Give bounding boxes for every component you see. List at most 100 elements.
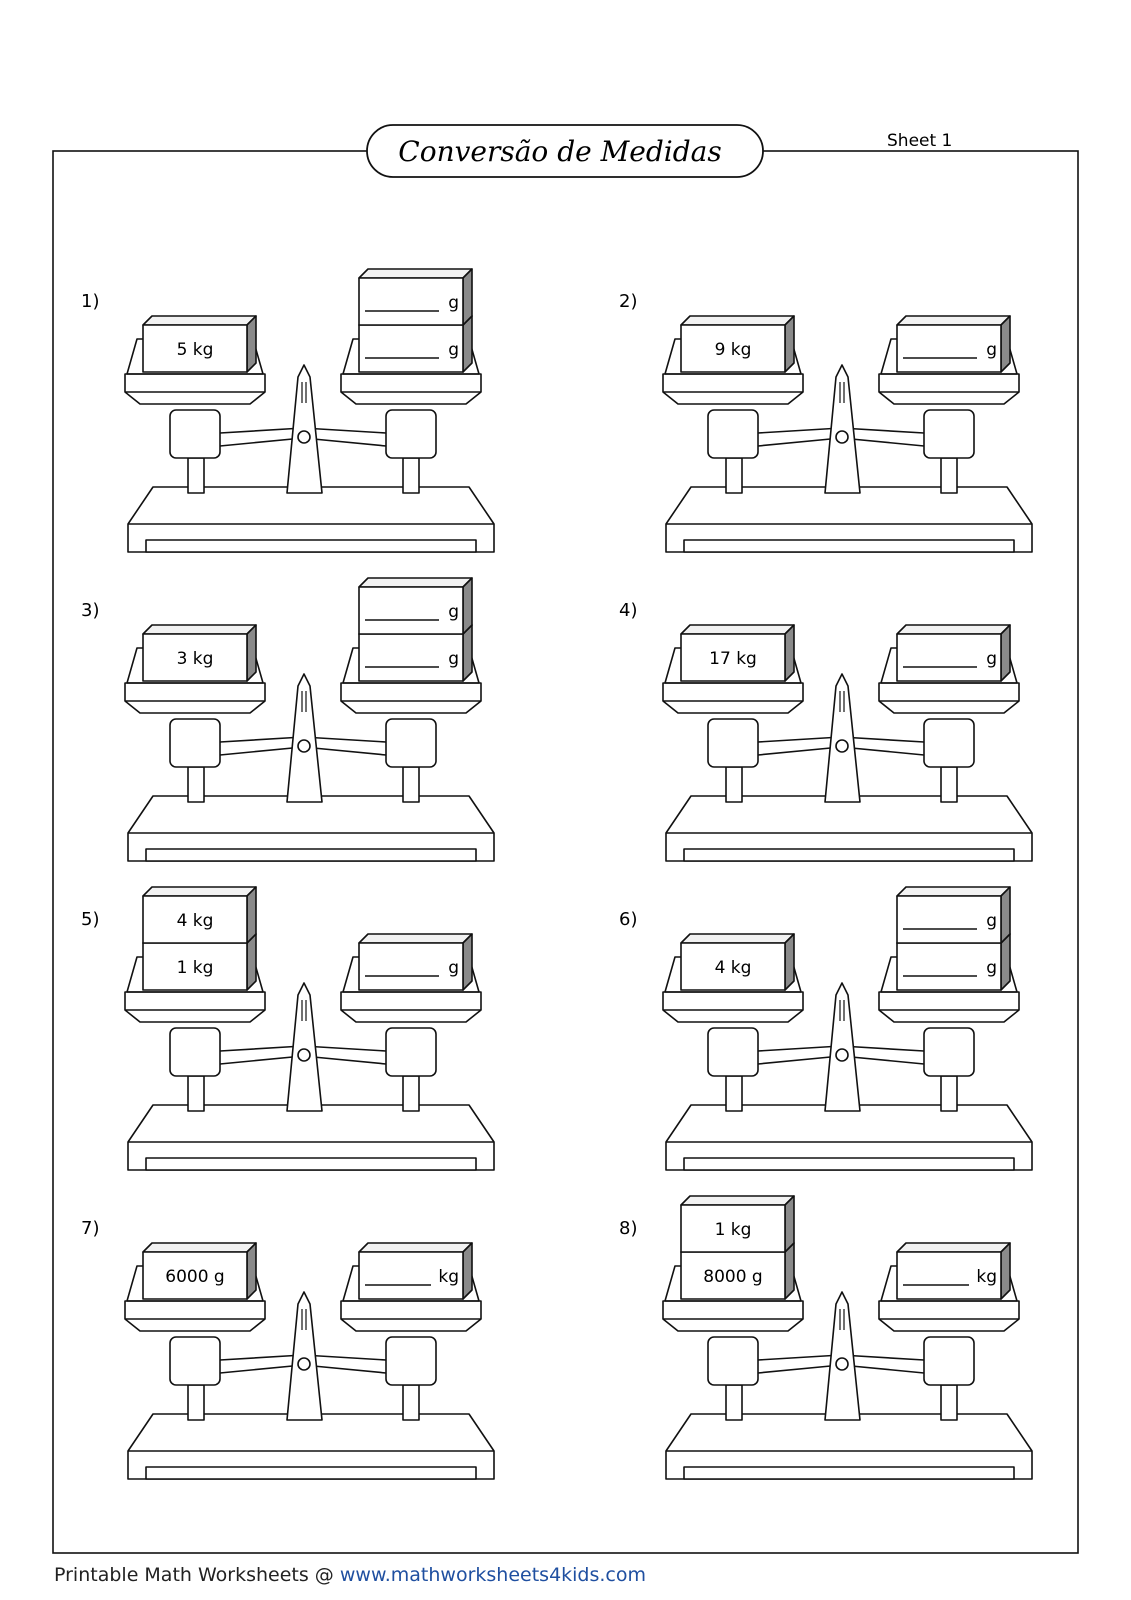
base-foot <box>683 1157 1015 1171</box>
footer-prefix: Printable Math Worksheets @ <box>54 1564 340 1586</box>
left-pan <box>124 373 266 405</box>
box-top <box>358 1242 473 1253</box>
right-hanger <box>923 1027 975 1077</box>
problem-number: 8) <box>619 1218 637 1239</box>
sheet-label: Sheet 1 <box>887 131 952 151</box>
footer: Printable Math Worksheets @ www.mathwork… <box>54 1564 646 1586</box>
left-post <box>187 457 205 494</box>
right-post <box>940 766 958 803</box>
center-pillar <box>824 1291 861 1421</box>
weight-box <box>680 324 786 373</box>
box-side <box>246 624 257 682</box>
answer-box <box>358 1251 464 1300</box>
left-post <box>187 1384 205 1421</box>
right-post <box>402 1384 420 1421</box>
problem-5: 5)1 kg4 kgg <box>81 886 495 1171</box>
left-hanger <box>169 718 221 768</box>
weight-box <box>680 1204 786 1253</box>
box-top <box>680 315 795 326</box>
box-side <box>246 886 257 944</box>
base-foot <box>683 539 1015 553</box>
left-pan <box>124 682 266 714</box>
left-post <box>187 1075 205 1112</box>
box-label: 4 kg <box>715 958 752 978</box>
box-side <box>784 933 795 991</box>
box-label: 9 kg <box>715 340 752 360</box>
unit-label: kg <box>976 1267 997 1287</box>
left-hanger <box>707 1027 759 1077</box>
box-side <box>462 268 473 326</box>
right-hanger <box>923 1336 975 1386</box>
left-pan <box>124 1300 266 1332</box>
unit-label: g <box>986 911 997 931</box>
left-pan <box>662 1300 804 1332</box>
pivot <box>297 1048 311 1062</box>
box-label: 8000 g <box>703 1267 762 1287</box>
answer-box <box>896 324 1002 373</box>
box-top <box>896 624 1011 635</box>
base-foot <box>145 1466 477 1480</box>
unit-label: g <box>448 340 459 360</box>
box-top <box>680 1195 795 1206</box>
right-post <box>940 457 958 494</box>
left-post <box>725 1075 743 1112</box>
pivot <box>297 430 311 444</box>
box-top <box>142 624 257 635</box>
right-post <box>402 1075 420 1112</box>
answer-box <box>358 277 464 326</box>
right-hanger <box>385 409 437 459</box>
box-label: 17 kg <box>709 649 757 669</box>
center-pillar <box>824 673 861 803</box>
weight-box <box>680 942 786 991</box>
base-foot <box>145 1157 477 1171</box>
box-top <box>142 315 257 326</box>
box-top <box>358 933 473 944</box>
right-pan <box>340 682 482 714</box>
center-pillar <box>286 673 323 803</box>
unit-label: g <box>448 649 459 669</box>
unit-label: g <box>448 293 459 313</box>
box-label: 4 kg <box>177 911 214 931</box>
box-top <box>142 1242 257 1253</box>
box-top <box>896 1242 1011 1253</box>
center-pillar <box>824 982 861 1112</box>
answer-box <box>896 633 1002 682</box>
weight-box <box>142 1251 248 1300</box>
unit-label: g <box>448 602 459 622</box>
box-top <box>680 933 795 944</box>
box-side <box>1000 886 1011 944</box>
weight-box <box>142 633 248 682</box>
left-hanger <box>707 409 759 459</box>
box-label: 6000 g <box>165 1267 224 1287</box>
right-pan <box>340 1300 482 1332</box>
left-post <box>725 1384 743 1421</box>
box-side <box>784 1195 795 1253</box>
left-hanger <box>707 1336 759 1386</box>
right-pan <box>340 373 482 405</box>
right-post <box>940 1075 958 1112</box>
problem-number: 6) <box>619 909 637 930</box>
problem-number: 2) <box>619 291 637 312</box>
base-foot <box>145 848 477 862</box>
center-pillar <box>286 982 323 1112</box>
box-label: 1 kg <box>177 958 214 978</box>
box-label: 1 kg <box>715 1220 752 1240</box>
box-side <box>246 1242 257 1300</box>
right-pan <box>878 1300 1020 1332</box>
answer-box <box>896 895 1002 944</box>
footer-url[interactable]: www.mathworksheets4kids.com <box>339 1564 647 1586</box>
right-post <box>940 1384 958 1421</box>
left-pan <box>662 682 804 714</box>
left-pan <box>662 991 804 1023</box>
pivot <box>835 739 849 753</box>
answer-box <box>358 586 464 635</box>
answer-box <box>358 324 464 373</box>
right-hanger <box>385 718 437 768</box>
